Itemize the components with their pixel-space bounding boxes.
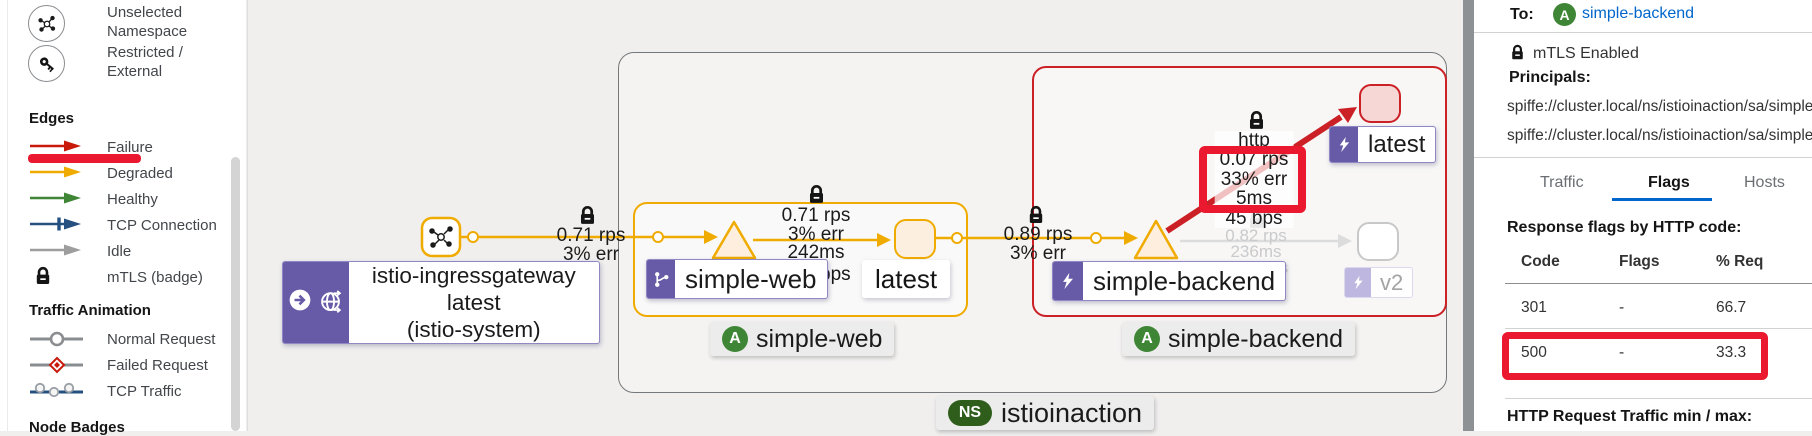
namespace-chip-label: istioinaction	[1001, 397, 1143, 428]
label-istio-ingressgateway[interactable]: istio-ingressgateway latest (istio-syste…	[282, 261, 600, 344]
mtls-badge-lock-icon	[33, 266, 53, 291]
details-panel: To: A simple-backend mTLS Enabled Princi…	[1474, 0, 1812, 431]
label-backend-v2[interactable]: v2	[1344, 267, 1414, 298]
column-header-req: % Req	[1716, 253, 1764, 270]
gateway-globe-icon	[317, 287, 344, 319]
v2-label-text: v2	[1380, 269, 1404, 295]
backend-latest-label-text: latest	[1368, 130, 1426, 158]
failed-request-icon	[30, 356, 83, 374]
gateway-label-text: istio-ingressgateway latest (istio-syste…	[371, 263, 576, 342]
column-header-flags: Flags	[1619, 253, 1660, 270]
legend-item-healthy: Healthy	[107, 191, 158, 208]
legend-item-tcp-connection: TCP Connection	[107, 217, 217, 234]
legend-item-tcp-traffic: TCP Traffic	[107, 383, 182, 400]
legend-item-degraded: Degraded	[107, 165, 173, 182]
table-row-code: 301	[1521, 299, 1547, 316]
principals-heading: Principals:	[1509, 69, 1591, 86]
mtls-status-text: mTLS Enabled	[1533, 45, 1639, 62]
mtls-lock-icon	[806, 184, 827, 205]
healthy-arrow-icon	[30, 192, 81, 204]
failure-arrow-icon	[30, 140, 81, 152]
app-badge-icon: A	[722, 326, 748, 352]
traffic-minmax-heading: HTTP Request Traffic min / max:	[1507, 408, 1753, 425]
flags-heading: Response flags by HTTP code:	[1507, 219, 1742, 236]
mtls-lock-icon	[1026, 205, 1047, 226]
traffic-source-icon	[288, 288, 312, 317]
annotation-failure-underline	[28, 154, 141, 163]
table-row-flags: -	[1619, 299, 1625, 316]
app-chip-simple-backend[interactable]: A simple-backend	[1122, 322, 1356, 356]
gateway-badges	[283, 262, 349, 343]
namespace-badge-icon: NS	[948, 400, 992, 426]
legend-item-normal-request: Normal Request	[107, 331, 216, 348]
to-target-link[interactable]: simple-backend	[1582, 5, 1695, 22]
panel-divider	[1474, 157, 1812, 158]
legend-edges-heading: Edges	[29, 110, 75, 127]
tcp-connection-arrow-icon	[30, 217, 81, 231]
degraded-arrow-icon	[30, 166, 81, 178]
legend-panel: Unselected Namespace Restricted / Extern…	[0, 0, 246, 436]
tab-hosts[interactable]: Hosts	[1744, 174, 1785, 191]
tab-flags[interactable]: Flags	[1648, 174, 1690, 191]
panel-divider	[1505, 398, 1812, 399]
key-icon	[28, 45, 65, 82]
legend-item-mtls-badge: mTLS (badge)	[107, 269, 203, 286]
namespace-chip-istioinaction[interactable]: NS istioinaction	[936, 396, 1155, 430]
app-chip-label: simple-backend	[1168, 324, 1344, 353]
legend-item-idle: Idle	[107, 243, 132, 260]
label-web-latest[interactable]: latest	[862, 260, 951, 298]
app-chip-simple-web[interactable]: A simple-web	[710, 322, 895, 356]
mtls-lock-icon	[577, 205, 598, 226]
edge-label-web-internal-bps: bps	[820, 264, 851, 285]
label-simple-backend[interactable]: simple-backend	[1052, 261, 1287, 301]
edge-label-gateway-to-web[interactable]: 0.71 rps 3% err	[556, 225, 626, 265]
lightning-icon	[1330, 127, 1358, 162]
table-row-req: 33.3	[1716, 344, 1747, 361]
lightning-icon	[1053, 262, 1083, 300]
table-row-code: 500	[1521, 344, 1547, 361]
panel-divider	[1474, 32, 1812, 33]
label-simple-web[interactable]: simple-web	[646, 259, 828, 299]
legend-scrollbar[interactable]	[231, 157, 240, 431]
legend-item-restricted-external: Restricted / External	[107, 44, 183, 80]
app-badge-icon: A	[1553, 3, 1576, 26]
table-row-flags: -	[1619, 344, 1625, 361]
table-row-border	[1505, 328, 1812, 329]
legend-item-unselected-namespace: Unselected Namespace	[107, 4, 188, 40]
principal-spiffe-2: spiffe://cluster.local/ns/istioinaction/…	[1507, 127, 1812, 144]
legend-traffic-animation-heading: Traffic Animation	[29, 302, 151, 319]
to-label: To:	[1510, 6, 1534, 23]
active-tab-underline	[1612, 198, 1712, 201]
label-backend-latest[interactable]: latest	[1329, 126, 1437, 163]
mtls-lock-icon	[1509, 44, 1526, 66]
legend-item-failure: Failure	[107, 139, 153, 156]
legend-left-border	[7, 0, 8, 431]
table-row-req: 66.7	[1716, 299, 1747, 316]
panel-splitter[interactable]	[1463, 0, 1474, 431]
principal-spiffe-1: spiffe://cluster.local/ns/istioinaction/…	[1507, 98, 1812, 115]
app-chip-label: simple-web	[756, 324, 883, 353]
annotation-failure-edge-box	[1199, 146, 1306, 213]
simple-backend-label-text: simple-backend	[1093, 265, 1276, 296]
normal-request-icon	[30, 331, 83, 347]
simple-web-label-text: simple-web	[685, 263, 817, 294]
app-badge-icon: A	[1134, 326, 1160, 352]
edge-label-web-internal[interactable]: 0.71 rps 3% err 242ms	[781, 205, 851, 263]
edge-label-web-to-backend[interactable]: 0.89 rps 3% err	[1003, 224, 1073, 264]
idle-arrow-icon	[30, 244, 81, 256]
tab-traffic[interactable]: Traffic	[1540, 174, 1584, 191]
lightning-icon	[1345, 268, 1371, 297]
legend-node-badges-heading: Node Badges	[29, 419, 125, 436]
column-header-code: Code	[1521, 253, 1560, 270]
table-header-border	[1505, 283, 1812, 284]
branch-icon	[647, 260, 675, 298]
tcp-traffic-icon	[30, 382, 83, 398]
annotation-500-row-box	[1502, 332, 1768, 380]
unselected-namespace-icon	[28, 5, 65, 42]
legend-item-failed-request: Failed Request	[107, 357, 208, 374]
mtls-lock-icon	[1246, 110, 1267, 131]
